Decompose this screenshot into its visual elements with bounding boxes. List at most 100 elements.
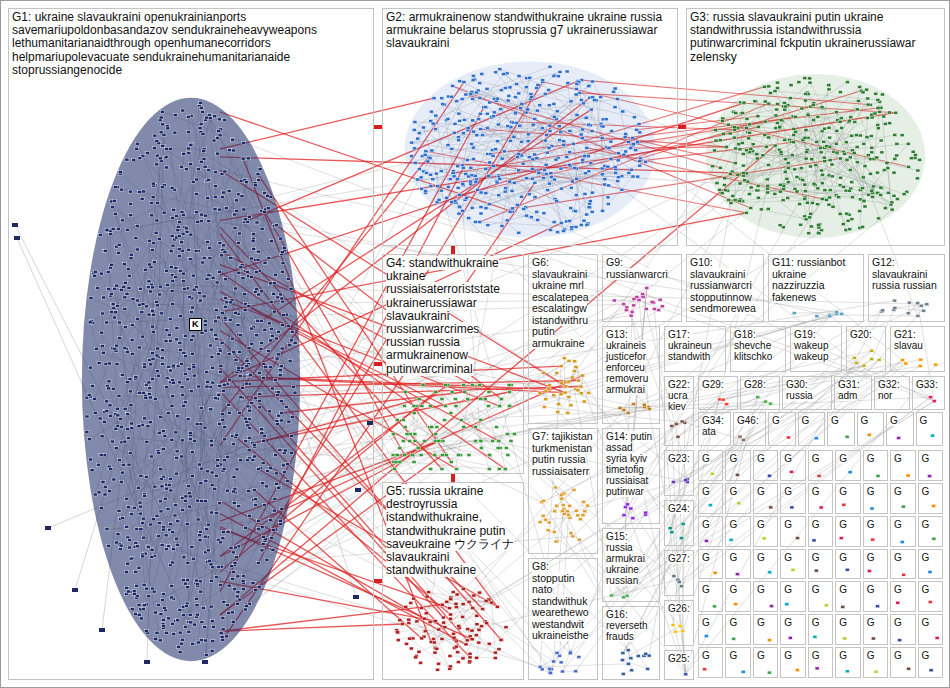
vertex-square: [239, 266, 243, 269]
vertex-square: [152, 147, 156, 150]
vertex-square: [187, 248, 191, 251]
vertex-square: [498, 68, 502, 71]
vertex-square: [222, 191, 226, 194]
vertex-square: [195, 613, 199, 616]
vertex-square: [263, 192, 267, 195]
vertex-square: [257, 371, 261, 374]
vertex-square: [219, 364, 223, 367]
vertex-square: [238, 411, 242, 414]
inter-edge: [740, 351, 872, 437]
vertex-square: [203, 324, 207, 327]
vertex-square: [119, 544, 123, 547]
vertex-square: [216, 137, 220, 140]
vertex-square: [177, 255, 181, 258]
vertex-square: [90, 469, 94, 472]
vertex-square: [545, 134, 549, 137]
vertex-square: [471, 74, 475, 77]
vertex-square: [562, 143, 566, 146]
vertex-square: [278, 449, 282, 452]
vertex-square: [542, 212, 546, 215]
vertex-square: [209, 563, 213, 566]
vertex-square: [182, 404, 186, 407]
vertex-square: [210, 408, 214, 411]
vertex-square: [218, 502, 222, 505]
vertex-square: [544, 173, 548, 176]
vertex-square: [234, 287, 238, 290]
vertex-square: [174, 472, 178, 475]
vertex-square: [230, 565, 234, 568]
vertex-square: [217, 118, 221, 121]
vertex-square: [174, 431, 178, 434]
vertex-square: [183, 499, 187, 502]
vertex-square: [256, 562, 260, 565]
vertex-square: [266, 194, 270, 197]
vertex-square: [89, 366, 93, 369]
vertex-square: [107, 362, 111, 365]
vertex-square: [214, 309, 218, 312]
vertex-square: [478, 96, 482, 99]
vertex-square: [105, 228, 109, 231]
vertex-square: [126, 437, 130, 440]
vertex-square: [195, 597, 199, 600]
vertex-square: [126, 428, 130, 431]
vertex-square: [221, 413, 225, 416]
vertex-square: [140, 311, 144, 314]
vertex-square: [198, 534, 202, 537]
vertex-square: [152, 518, 156, 521]
intra-edge: [495, 640, 501, 653]
vertex-square: [172, 548, 176, 551]
inter-edge: [570, 360, 902, 653]
vertex-square: [205, 470, 209, 473]
vertex-square: [183, 401, 187, 404]
vertex-square: [113, 186, 117, 189]
vertex-square: [130, 422, 134, 425]
vertex-square: [172, 548, 176, 551]
vertex-square: [226, 531, 230, 534]
vertex-square: [115, 407, 119, 410]
vertex-square: [208, 344, 212, 347]
vertex-square: [190, 352, 194, 355]
vertex-square: [241, 277, 245, 280]
vertex-square: [147, 393, 151, 396]
vertex-square: [541, 177, 545, 180]
vertex-square: [221, 531, 225, 534]
vertex-square: [129, 452, 133, 455]
vertex-square: [252, 444, 256, 447]
vertex-square: [263, 504, 267, 507]
vertex-square: [184, 355, 188, 358]
vertex-square: [117, 321, 121, 324]
vertex-square: [293, 341, 297, 344]
vertex-square: [221, 537, 225, 540]
vertex-square: [109, 292, 113, 295]
vertex-square: [114, 311, 118, 314]
vertex-square: [599, 96, 603, 99]
vertex-square: [151, 286, 155, 289]
vertex-square: [223, 426, 227, 429]
vertex-square: [165, 283, 169, 286]
vertex-square: [132, 592, 136, 595]
vertex-square: [178, 609, 182, 612]
vertex-square: [547, 182, 551, 185]
vertex-square: [118, 548, 122, 551]
vertex-square: [211, 640, 215, 643]
vertex-square: [232, 149, 236, 152]
vertex-square: [170, 596, 174, 599]
vertex-square: [219, 370, 223, 373]
vertex-square: [187, 368, 191, 371]
vertex-square: [121, 463, 125, 466]
vertex-square: [132, 159, 136, 162]
vertex-square: [204, 320, 208, 323]
vertex-square: [150, 214, 154, 217]
vertex-square: [119, 425, 123, 428]
vertex-square: [138, 501, 142, 504]
vertex-square: [221, 628, 225, 631]
vertex-square: [157, 237, 161, 240]
vertex-square: [151, 357, 155, 360]
vertex-square: [174, 276, 178, 279]
vertex-square: [126, 413, 130, 416]
vertex-square: [195, 220, 199, 223]
vertex-square: [238, 598, 242, 601]
vertex-square: [253, 455, 257, 458]
vertex-square: [145, 587, 149, 590]
vertex-square: [97, 362, 101, 365]
